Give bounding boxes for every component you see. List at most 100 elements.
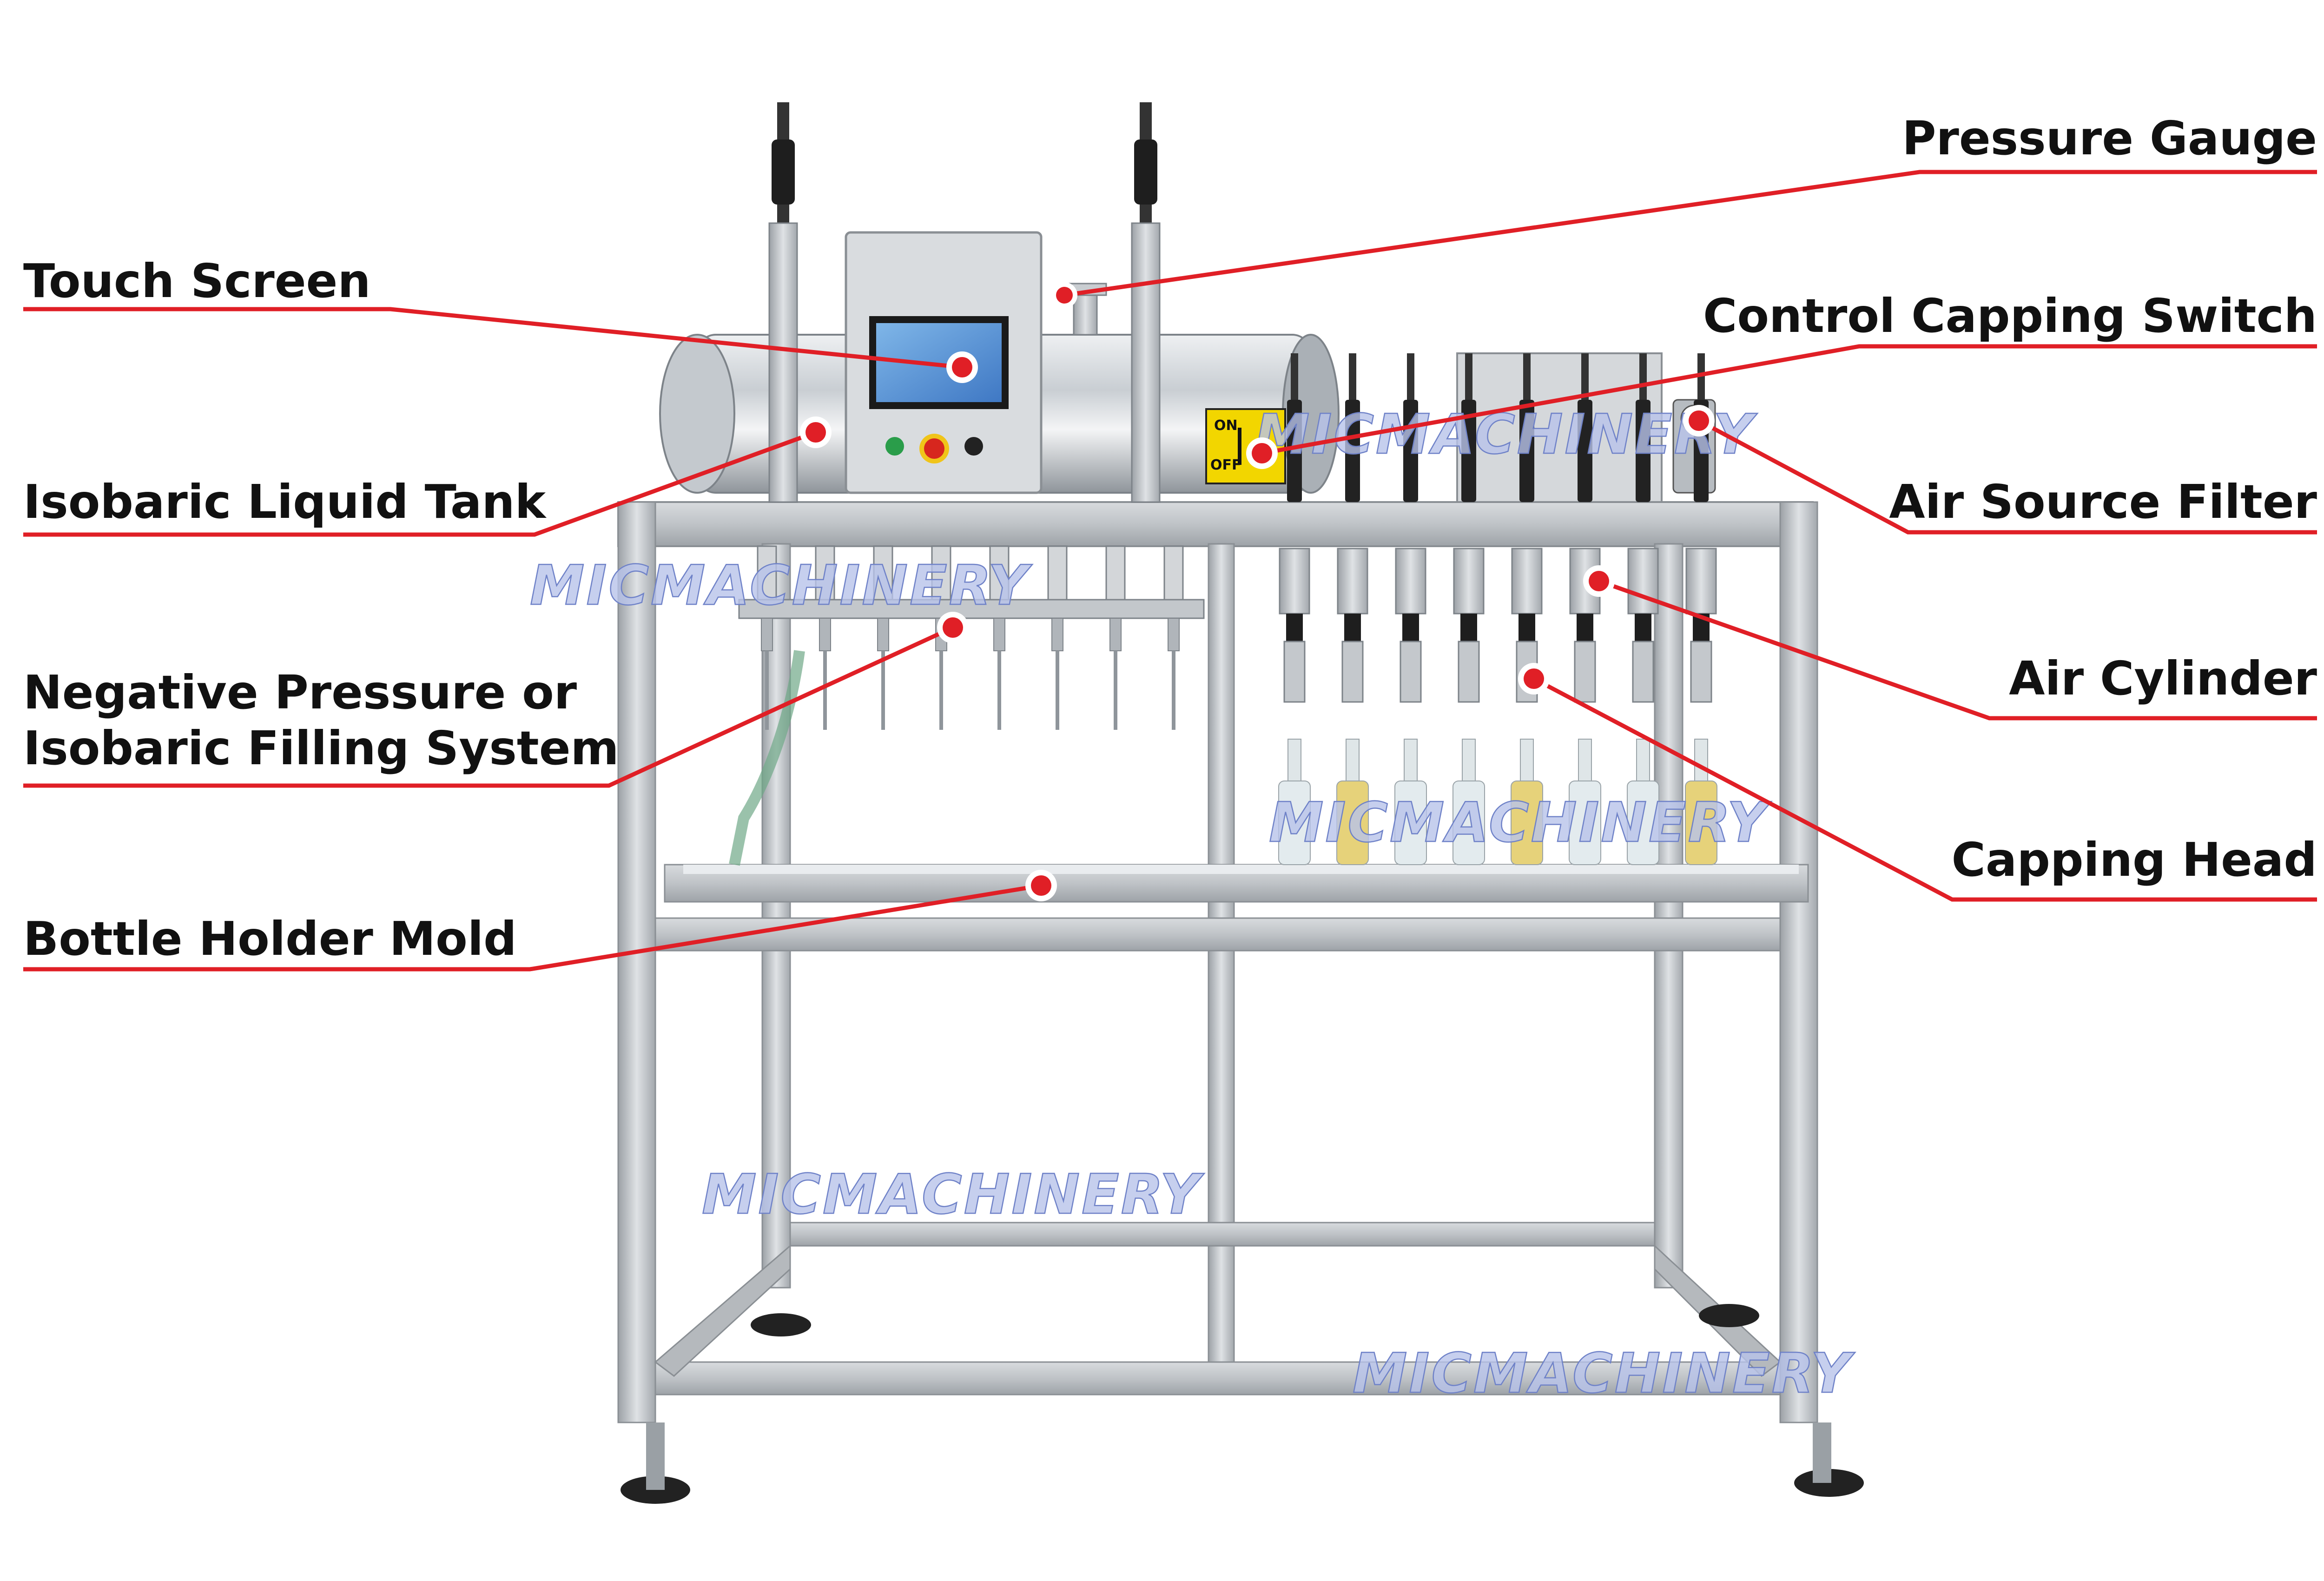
foot-stem-front-left <box>646 1422 665 1490</box>
leader-air-cylinder <box>1598 579 2317 721</box>
bottle-neck <box>1520 739 1534 781</box>
fill-needle <box>939 651 943 730</box>
leader-capping-head <box>1532 677 2317 902</box>
front-left-leg <box>617 501 656 1423</box>
top-deck <box>617 501 1814 547</box>
fill-valve-head <box>1109 618 1122 651</box>
capping-head-body <box>1400 641 1422 703</box>
switch-off-label: OFF <box>1210 457 1241 473</box>
start-button <box>885 437 904 456</box>
label-isobaric-liquid-tank: Isobaric Liquid Tank <box>23 475 546 529</box>
leader-touch-screen <box>23 307 963 370</box>
label-capping-head: Capping Head <box>1951 833 2317 887</box>
cylinder-collar <box>1577 614 1593 642</box>
bottle-neck <box>1404 739 1418 781</box>
capping-enclosure <box>1456 352 1663 503</box>
capping-head-body <box>1632 641 1654 703</box>
fill-valve-body <box>1047 545 1068 601</box>
leader-control-capping-switch <box>1261 344 2317 456</box>
fill-valve-head <box>993 618 1005 651</box>
bottle-body <box>1394 781 1427 865</box>
air-cylinder-body <box>1685 548 1717 615</box>
bottle-neck <box>1287 739 1301 781</box>
cylinder-collar <box>1635 614 1651 642</box>
marker-control-capping-switch <box>1252 443 1272 463</box>
fill-needle <box>765 651 769 730</box>
bottle-body <box>1336 781 1369 865</box>
fill-valve-head <box>1168 618 1180 651</box>
cylinder-upper <box>1578 400 1592 502</box>
cylinder-collar <box>1286 614 1303 642</box>
label-air-source-filter: Air Source Filter <box>1889 475 2317 529</box>
leader-air-source-filter <box>1697 419 2317 535</box>
cylinder-collar <box>1460 614 1477 642</box>
cylinder-rod <box>1581 353 1589 400</box>
fill-needle <box>881 651 885 730</box>
fill-valve-body <box>1163 545 1184 601</box>
cylinder-upper <box>1461 400 1476 502</box>
fill-needle <box>1114 651 1117 730</box>
marker-air-source-filter <box>1689 410 1709 431</box>
markers <box>800 282 1715 901</box>
selector-knob <box>964 437 983 456</box>
label-air-cylinder: Air Cylinder <box>2009 651 2317 706</box>
marker-pressure-gauge <box>1056 287 1073 304</box>
middle-rail <box>654 917 1781 952</box>
left-diagonal-rail <box>654 1244 791 1377</box>
machine-frame <box>617 501 1864 1504</box>
watermark-3: MICMACHINERY <box>1269 790 1772 854</box>
leader-negative-pressure <box>23 625 954 788</box>
capping-head-body <box>1690 641 1712 703</box>
cylinder-collar <box>1402 614 1419 642</box>
fill-valve-body <box>815 545 835 601</box>
bottle-neck <box>1578 739 1592 781</box>
cylinder-rod <box>1407 353 1414 400</box>
watermark-2: MICMACHINERY <box>1255 402 1758 466</box>
cylinder-collar <box>1519 614 1535 642</box>
bottle-tray <box>683 865 1799 874</box>
fill-valve-body <box>989 545 1010 601</box>
air-cylinder-body <box>1337 548 1368 615</box>
air-cylinder-body <box>1627 548 1659 615</box>
cylinder-upper <box>1636 400 1651 502</box>
bottle-body <box>1627 781 1659 865</box>
bottle-body <box>1278 781 1311 865</box>
front-right-leg <box>1779 501 1818 1423</box>
rear-lower-rail <box>789 1222 1656 1247</box>
label-negative-pressure-line1: Negative Pressure or <box>23 665 577 720</box>
watermark-4: MICMACHINERY <box>702 1162 1205 1226</box>
cylinder-rod <box>1291 353 1298 400</box>
bottle-neck <box>1346 739 1360 781</box>
fill-valve-body <box>1105 545 1126 601</box>
touch-screen-display <box>876 323 1002 402</box>
capping-head-body <box>1283 641 1306 703</box>
cylinder-rod <box>1349 353 1356 400</box>
fill-needle <box>1056 651 1059 730</box>
fill-valve-head <box>819 618 831 651</box>
cylinder-rod <box>1465 353 1472 400</box>
leader-isobaric-liquid-tank <box>23 430 817 537</box>
fill-valve-body <box>873 545 893 601</box>
front-lower-rail <box>654 1361 1781 1396</box>
air-cylinders <box>1279 353 1717 703</box>
air-cylinder-body <box>1453 548 1485 615</box>
fill-valve-body <box>931 545 951 601</box>
bottle-body <box>1511 781 1543 865</box>
fill-needle <box>823 651 827 730</box>
bottle-neck <box>1636 739 1650 781</box>
bottle-body <box>1685 781 1717 865</box>
fill-needle <box>997 651 1001 730</box>
rear-right-leg <box>1654 543 1684 1289</box>
bottles <box>1278 739 1717 865</box>
bottle-neck <box>1694 739 1708 781</box>
marker-capping-head <box>1524 668 1544 689</box>
capping-head-body <box>1574 641 1596 703</box>
product-hose <box>729 650 805 866</box>
label-bottle-holder-mold: Bottle Holder Mold <box>23 912 517 966</box>
watermark-5: MICMACHINERY <box>1353 1341 1855 1405</box>
label-pressure-gauge: Pressure Gauge <box>1902 111 2317 165</box>
label-negative-pressure-line2: Isobaric Filling System <box>23 721 619 775</box>
foot-rear-left <box>751 1313 811 1336</box>
